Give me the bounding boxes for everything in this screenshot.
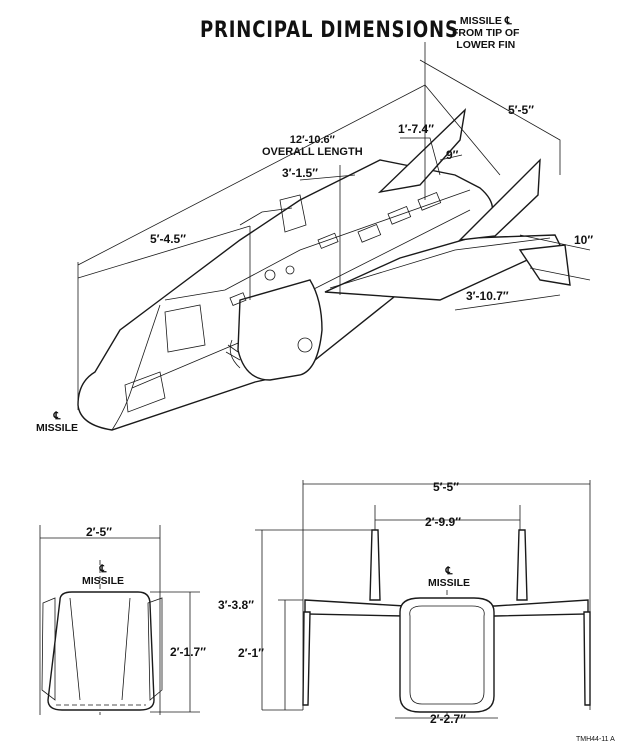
- dim-fin-chord: 9″: [446, 148, 459, 162]
- dim-upper-fin-height: 1′-7.4″: [398, 122, 434, 136]
- fin-reference-line1: MISSILE ℄: [459, 15, 512, 27]
- rear-overall-height: 3′-3.8″: [218, 598, 254, 612]
- rear-lower-height: 2′-1″: [238, 646, 264, 660]
- fin-reference-note: MISSILE ℄ FROM TIP OF LOWER FIN: [452, 15, 519, 51]
- iso-missile-view: [77, 42, 591, 431]
- iso-upper-fin-front: [458, 158, 541, 241]
- dim-forebody-length: 5′-4.5″: [150, 232, 186, 246]
- iso-centerline-symbol: ℄: [53, 410, 61, 422]
- overall-length-note: 12′-10.6″ OVERALL LENGTH: [262, 134, 363, 158]
- iso-missile-label: MISSILE: [36, 422, 79, 434]
- rear-centerline-symbol: ℄: [445, 565, 453, 577]
- iso-wing: [324, 234, 561, 301]
- iso-upper-fin-rear: [377, 108, 467, 194]
- front-missile-label: MISSILE: [82, 575, 125, 587]
- rear-lower-fin-left: [302, 611, 311, 706]
- iso-center-section: [237, 279, 323, 381]
- iso-missile-centerline: ℄ MISSILE: [36, 410, 78, 434]
- fin-reference-line2: FROM TIP OF: [452, 27, 520, 39]
- drawing-code: TMH44-11 A: [576, 736, 615, 743]
- overall-length-caption: OVERALL LENGTH: [262, 146, 363, 158]
- rear-missile-centerline: ℄ MISSILE: [428, 565, 470, 589]
- front-fuselage: [47, 591, 155, 711]
- front-view: [39, 525, 200, 715]
- fin-reference-line3: LOWER FIN: [456, 39, 516, 51]
- page-title: PRINCIPAL DIMENSIONS: [200, 18, 459, 43]
- rear-body-width: 2′-2.7″: [430, 712, 466, 726]
- rear-fuselage: [399, 597, 495, 713]
- dim-wing-length: 3′-10.7″: [466, 289, 509, 303]
- rear-fin-spacing: 2′-9.9″: [425, 515, 461, 529]
- front-width: 2′-5″: [86, 525, 112, 539]
- rear-fin-left: [369, 529, 381, 601]
- overall-length-value: 12′-10.6″: [289, 134, 335, 146]
- rear-missile-label: MISSILE: [428, 577, 471, 589]
- front-missile-centerline: ℄ MISSILE: [82, 563, 124, 587]
- front-centerline-symbol: ℄: [99, 563, 107, 575]
- front-height: 2′-1.7″: [170, 645, 206, 659]
- rear-fin-right: [516, 529, 528, 601]
- rear-lower-fin-right: [583, 611, 591, 706]
- rear-span: 5′-5″: [433, 480, 459, 494]
- dim-tail-height: 10″: [574, 233, 594, 247]
- dim-fin-span-half: 5′-5″: [508, 103, 534, 117]
- rear-view: [255, 480, 591, 720]
- dim-wing-root: 3′-1.5″: [282, 166, 318, 180]
- iso-lower-fin: [518, 244, 571, 286]
